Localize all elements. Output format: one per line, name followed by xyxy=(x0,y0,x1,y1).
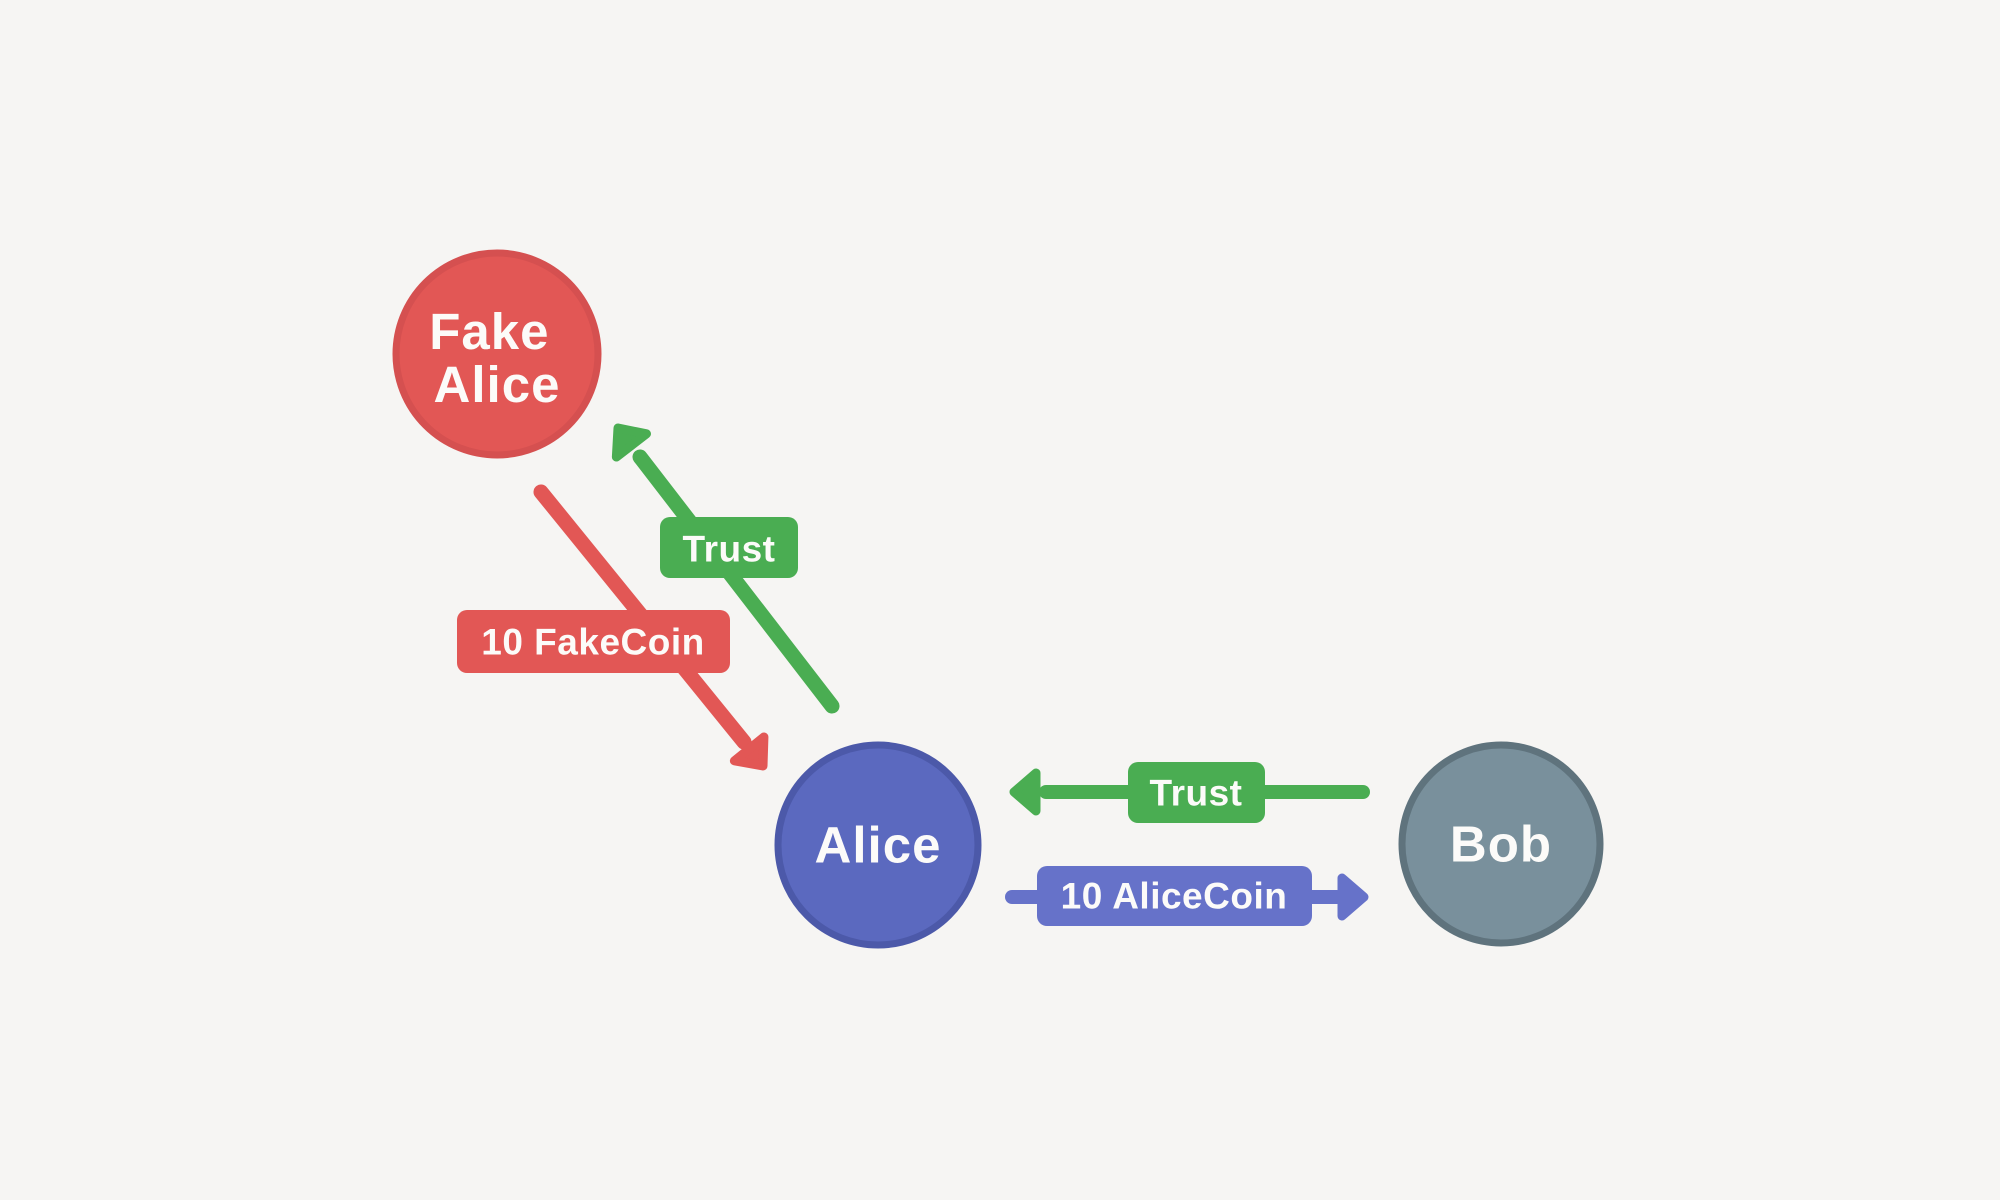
trust-diagonal-arrow-shaft xyxy=(632,449,840,714)
edge-trust-alice-to-fake-alice xyxy=(611,423,840,714)
alice-label: Alice xyxy=(815,817,942,874)
trust-diagonal-arrowhead-icon xyxy=(611,423,651,462)
edge-label-fakecoin: 10 FakeCoin xyxy=(457,610,730,673)
fakecoin-label-badge xyxy=(457,610,730,673)
fakecoin-label-text: 10 FakeCoin xyxy=(481,622,704,663)
fake-alice-label-line1: Fake xyxy=(429,303,549,360)
edge-label-alicecoin: 10 AliceCoin xyxy=(1037,866,1312,926)
node-fake-alice: Fake Alice xyxy=(392,249,602,459)
trust-diagonal-label-text: Trust xyxy=(683,529,776,570)
node-alice: Alice xyxy=(774,741,982,949)
alicecoin-label-text: 10 AliceCoin xyxy=(1061,876,1288,917)
fake-alice-circle xyxy=(392,249,602,459)
bob-label: Bob xyxy=(1450,816,1552,873)
bob-circle xyxy=(1398,741,1604,947)
edge-label-trust-horizontal: Trust xyxy=(1128,762,1265,823)
alicecoin-label-badge xyxy=(1037,866,1312,926)
trust-horizontal-label-badge xyxy=(1128,762,1265,823)
trust-diagonal-label-badge xyxy=(660,517,798,578)
trust-horizontal-label-text: Trust xyxy=(1150,773,1243,814)
fakecoin-arrowhead-icon xyxy=(729,732,769,771)
alicecoin-arrowhead-icon xyxy=(1337,873,1369,921)
node-bob: Bob xyxy=(1398,741,1604,947)
alice-circle xyxy=(774,741,982,949)
fake-alice-label-line2: Alice xyxy=(434,356,561,413)
trust-horizontal-arrowhead-icon xyxy=(1009,768,1041,816)
edge-label-trust-diagonal: Trust xyxy=(660,517,798,578)
fake-alice-label: Fake Alice xyxy=(429,303,564,413)
